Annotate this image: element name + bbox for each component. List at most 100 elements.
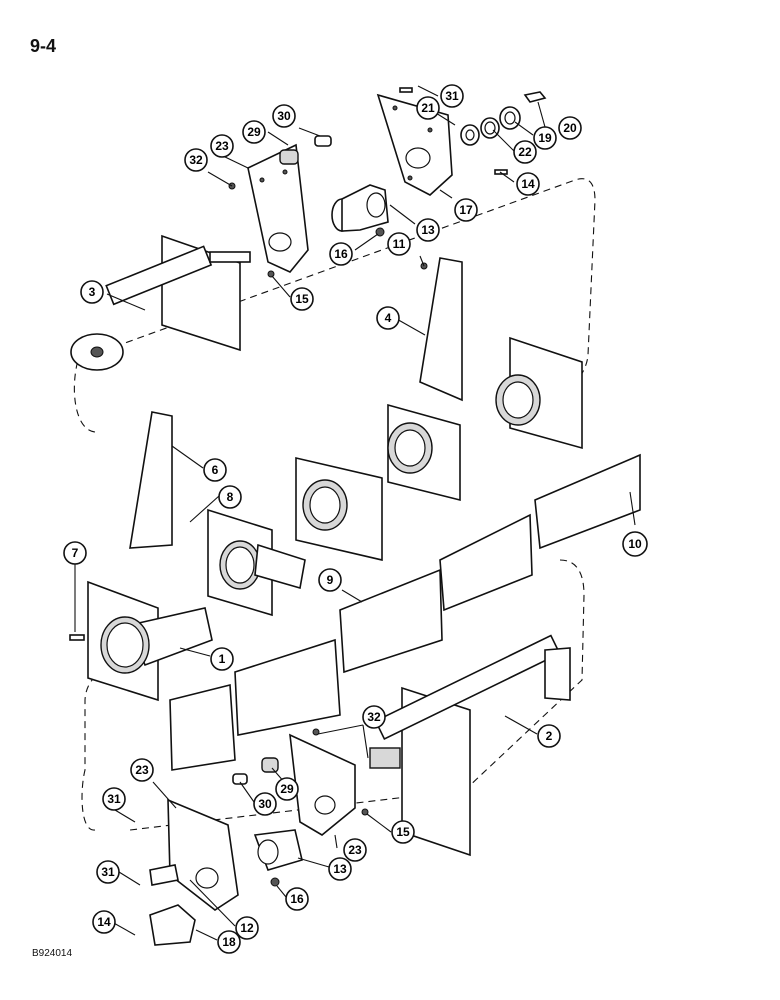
callout-23a: 23	[210, 134, 234, 158]
svg-text:10: 10	[628, 537, 642, 551]
bracket-18	[149, 904, 196, 946]
callout-13a: 13	[416, 218, 440, 242]
callout-31b: 31	[102, 787, 126, 811]
callout-1: 1	[210, 647, 234, 671]
svg-text:11: 11	[393, 237, 406, 251]
svg-text:19: 19	[538, 131, 552, 145]
callout-3: 3	[80, 280, 104, 304]
callout-8: 8	[218, 485, 242, 509]
bearing-housing-13-upper	[331, 184, 389, 232]
callout-23c: 23	[343, 838, 367, 862]
shaft-2	[369, 634, 571, 857]
callout-29a: 29	[242, 120, 266, 144]
svg-text:23: 23	[348, 843, 362, 857]
callout-12: 12	[235, 916, 259, 940]
plate-12	[149, 864, 179, 886]
bushings-upper	[279, 135, 332, 165]
bearing-plate-23-lower	[167, 798, 239, 911]
callout-6: 6	[203, 458, 227, 482]
callout-4: 4	[376, 306, 400, 330]
nut-15-lower	[361, 808, 369, 816]
callout-2: 2	[537, 724, 561, 748]
tube-plate-d	[387, 403, 461, 502]
svg-text:31: 31	[445, 89, 459, 103]
callout-20: 20	[558, 116, 582, 140]
callout-30b: 30	[253, 792, 277, 816]
svg-text:32: 32	[189, 153, 203, 167]
svg-text:30: 30	[258, 797, 272, 811]
callout-17: 17	[454, 198, 478, 222]
svg-text:14: 14	[97, 915, 111, 929]
callout-7: 7	[63, 541, 87, 565]
callout-21: 21	[416, 96, 440, 120]
svg-text:17: 17	[459, 203, 473, 217]
tube-plate-b	[207, 508, 306, 617]
svg-text:13: 13	[421, 223, 435, 237]
callout-15b: 15	[391, 820, 415, 844]
bracket-4	[419, 257, 463, 402]
leader-lines	[74, 85, 636, 941]
figure-code: B924014	[32, 948, 73, 959]
callout-18: 18	[217, 930, 241, 954]
svg-text:6: 6	[212, 463, 219, 477]
bearing-plate-lower	[289, 733, 356, 836]
callout-32a: 32	[184, 148, 208, 172]
bushings-lower	[232, 757, 279, 785]
callout-10: 10	[622, 531, 648, 557]
svg-text:12: 12	[240, 921, 254, 935]
shaft-3	[70, 234, 251, 371]
bearing-plate-17	[376, 93, 453, 196]
callout-14a: 14	[516, 172, 540, 196]
callout-14b: 14	[92, 910, 116, 934]
svg-text:21: 21	[421, 101, 435, 115]
svg-text:15: 15	[295, 292, 309, 306]
bolt-7	[69, 634, 85, 641]
callout-29b: 29	[275, 777, 299, 801]
upper-assembly-outline	[73, 178, 596, 433]
tube-plate-1	[87, 580, 213, 702]
svg-text:16: 16	[290, 892, 304, 906]
svg-text:15: 15	[396, 825, 410, 839]
bearing-plate-23-upper	[247, 143, 309, 273]
callout-15a: 15	[290, 287, 314, 311]
callout-30a: 30	[272, 104, 296, 128]
tube-plate-c	[295, 456, 383, 562]
svg-text:20: 20	[563, 121, 577, 135]
callout-31a: 31	[440, 84, 464, 108]
svg-text:13: 13	[333, 862, 347, 876]
washers	[460, 91, 547, 146]
page-number: 9-4	[30, 36, 57, 56]
callout-19: 19	[533, 126, 557, 150]
callout-22: 22	[513, 140, 537, 164]
svg-text:23: 23	[135, 763, 149, 777]
tube-plate-e	[495, 336, 583, 450]
svg-text:18: 18	[222, 935, 236, 949]
nut-32-lower-a	[312, 728, 320, 736]
svg-text:2: 2	[546, 729, 553, 743]
callout-13b: 13	[328, 857, 352, 881]
nut-16-lower	[270, 877, 280, 887]
svg-text:29: 29	[247, 125, 261, 139]
callout-23b: 23	[130, 758, 154, 782]
svg-text:32: 32	[367, 710, 381, 724]
svg-text:22: 22	[518, 145, 532, 159]
svg-text:31: 31	[101, 865, 115, 879]
svg-text:8: 8	[227, 490, 234, 504]
svg-text:1: 1	[219, 652, 226, 666]
svg-text:23: 23	[215, 139, 229, 153]
svg-text:7: 7	[72, 546, 79, 560]
svg-text:30: 30	[277, 109, 291, 123]
callout-32b: 32	[362, 705, 386, 729]
svg-text:31: 31	[107, 792, 121, 806]
callout-11: 11	[387, 232, 411, 256]
bracket-6	[129, 411, 173, 549]
callout-16a: 16	[329, 242, 353, 266]
svg-text:4: 4	[385, 311, 392, 325]
bearing-housing-13-lower	[253, 829, 303, 871]
callout-9: 9	[318, 568, 342, 592]
callout-31c: 31	[96, 860, 120, 884]
svg-text:14: 14	[521, 177, 535, 191]
svg-text:9: 9	[327, 573, 334, 587]
callout-16b: 16	[285, 887, 309, 911]
